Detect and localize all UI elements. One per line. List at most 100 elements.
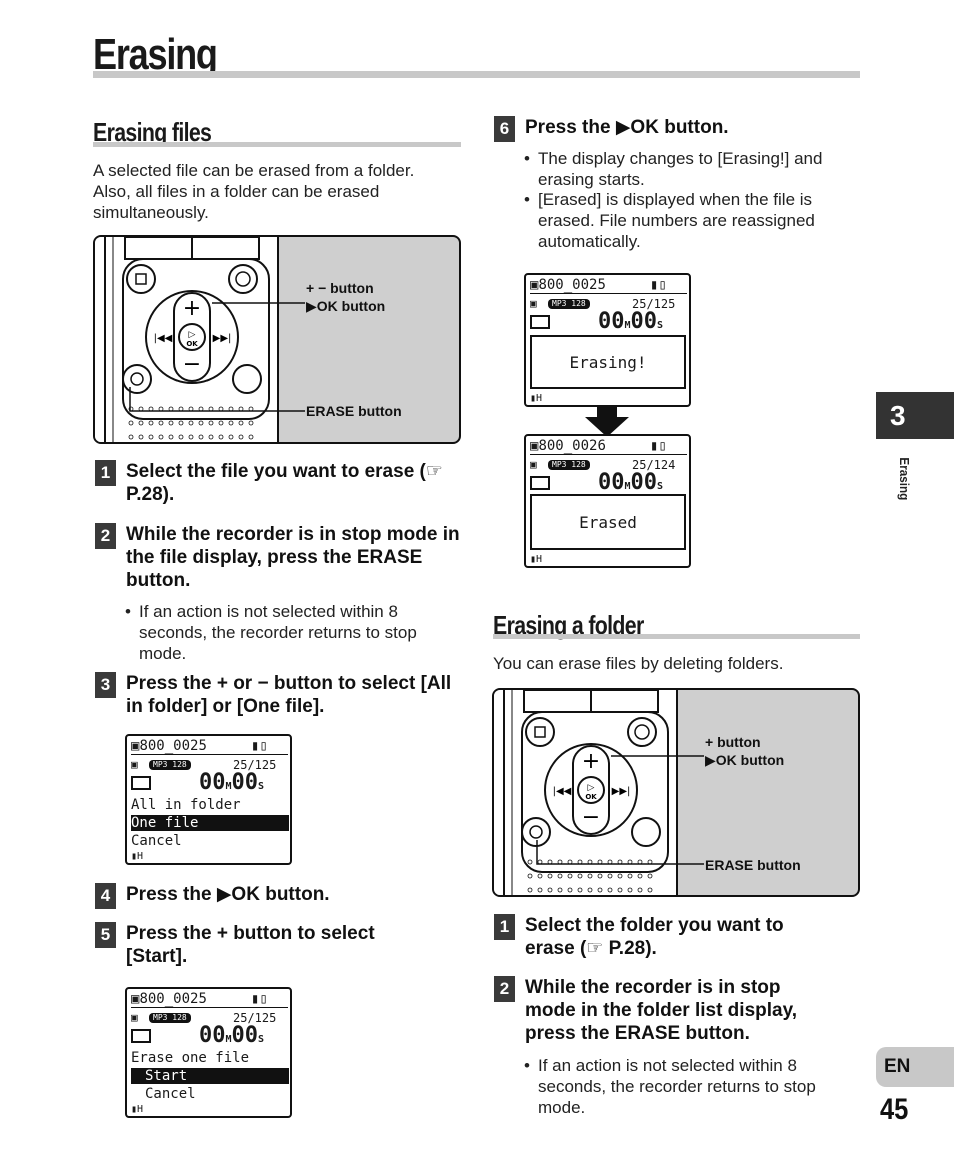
title-rule (93, 71, 860, 78)
step-6-note-2: •[Erased] is displayed when the file is … (516, 189, 861, 252)
lcd-file-row: ▣800_0025 (131, 991, 288, 1008)
step-number: 2 (494, 976, 515, 1002)
step-6-note-1: •The display changes to [Erasing!] and e… (516, 148, 861, 190)
format-badge: MP3 128 (548, 299, 590, 309)
step-number: 1 (494, 914, 515, 940)
mic-icon: ▮H (131, 851, 144, 862)
page-number: 45 (880, 1093, 909, 1126)
svg-text:▷: ▷ (588, 783, 595, 793)
mic-icon: ▮H (530, 554, 543, 565)
step-folder-2: 2 While the recorder is in stop mode in … (494, 976, 834, 1045)
down-arrow-icon (585, 407, 629, 437)
section-rule (93, 142, 461, 147)
svg-text:▶▶|: ▶▶| (612, 786, 631, 797)
menu-item-cancel: Cancel (131, 833, 182, 849)
step-1: 1 Select the file you want to erase (☞ P… (95, 460, 460, 506)
chapter-tab: 3 (876, 392, 954, 439)
stop-icon (131, 1029, 151, 1043)
step-2: 2 While the recorder is in stop mode in … (95, 523, 465, 592)
menu-item-one-file: One file (131, 815, 289, 831)
step-text: Press the + button to select [Start]. (126, 923, 375, 967)
stop-icon (530, 476, 550, 490)
step-number: 4 (95, 883, 116, 909)
step-5: 5 Press the + button to select [Start]. (95, 922, 425, 968)
callout-lines (129, 302, 305, 412)
lock-icon: ▣ (530, 458, 537, 471)
step-6: 6 Press the ▶OK button. (494, 116, 859, 142)
device-figure: + − ▷ OK |◀◀ ▶▶| + button ▶OK button ERA… (492, 688, 860, 897)
lock-icon: ▣ (131, 1011, 138, 1024)
time-display: 00M00S (598, 309, 664, 334)
note-text: [Erased] is displayed when the file is e… (538, 190, 815, 251)
svg-text:OK: OK (186, 340, 198, 348)
status-message: Erased (530, 494, 686, 550)
battery-icon: ▮▯ (650, 277, 667, 293)
lock-icon: ▣ (131, 758, 138, 771)
format-badge: MP3 128 (548, 460, 590, 470)
recorder-illustration: + − ▷ OK |◀◀ ▶▶| (104, 237, 270, 442)
step-text: Select the file you want to erase (☞ P.2… (126, 461, 443, 505)
stop-icon (530, 315, 550, 329)
step-text: Press the ▶OK button. (126, 884, 330, 905)
lcd-screen-menu: ▣800_0025 ▮▯ MP3 128 ▣ 25/125 00M00S All… (125, 734, 292, 865)
svg-text:|◀◀: |◀◀ (553, 786, 572, 797)
step-3: 3 Press the + or − button to select [All… (95, 672, 460, 718)
step-folder-1: 1 Select the folder you want to erase (☞… (494, 914, 824, 960)
label-ok-button: ▶OK button (705, 752, 785, 768)
step-text: While the recorder is in stop mode in th… (525, 977, 798, 1044)
step-text: Press the ▶OK button. (525, 117, 729, 138)
lock-icon: ▣ (530, 297, 537, 310)
label-plus-minus-button: + − button (306, 280, 374, 296)
menu-item-cancel: Cancel (145, 1086, 196, 1102)
menu-item-start: Start (131, 1068, 289, 1084)
step-number: 3 (95, 672, 116, 698)
lcd-screen-confirm: ▣800_0025 ▮▯ MP3 128 ▣ 25/125 00M00S Era… (125, 987, 292, 1118)
svg-text:OK: OK (585, 793, 597, 801)
intro-text: A selected file can be erased from a fol… (93, 161, 415, 222)
step-2-note: •If an action is not selected within 8 s… (117, 601, 447, 664)
label-plus-button: + button (705, 734, 761, 750)
step-folder-2-note: •If an action is not selected within 8 s… (516, 1055, 856, 1118)
page-title: Erasing (93, 30, 218, 79)
recorder-illustration: + − ▷ OK |◀◀ ▶▶| (503, 690, 669, 895)
battery-icon: ▮▯ (650, 438, 667, 454)
label-erase-button: ERASE button (306, 403, 402, 419)
battery-icon: ▮▯ (251, 991, 268, 1007)
svg-text:+: + (582, 749, 600, 774)
step-text: While the recorder is in stop mode in th… (126, 524, 460, 591)
intro-text: You can erase files by deleting folders. (493, 654, 784, 673)
label-ok-button: ▶OK button (306, 298, 386, 314)
file-count: 25/125 (233, 1011, 277, 1025)
time-display: 00M00S (199, 770, 265, 795)
note-text: If an action is not selected within 8 se… (139, 602, 417, 663)
status-message: Erasing! (530, 335, 686, 389)
svg-text:▷: ▷ (189, 330, 196, 340)
time-display: 00M00S (598, 470, 664, 495)
file-count: 25/125 (233, 758, 277, 772)
lcd-file-row: ▣800_0025 (131, 738, 288, 755)
battery-icon: ▮▯ (251, 738, 268, 754)
svg-text:−: − (183, 352, 201, 377)
language-tab: EN (876, 1047, 954, 1087)
lcd-screen-erased: ▣800_0026 ▮▯ MP3 128 ▣ 25/124 00M00S Era… (524, 434, 691, 568)
chapter-label: Erasing (897, 457, 912, 501)
step-number: 6 (494, 116, 515, 142)
mic-icon: ▮H (131, 1104, 144, 1115)
mic-icon: ▮H (530, 393, 543, 404)
svg-text:−: − (582, 805, 600, 830)
format-badge: MP3 128 (149, 1013, 191, 1023)
svg-text:|◀◀: |◀◀ (154, 333, 173, 344)
callout-lines (536, 755, 704, 865)
device-figure: + − ▷ OK |◀◀ ▶▶| + − button ▶OK button E… (93, 235, 461, 444)
file-count: 25/125 (632, 297, 676, 311)
step-number: 1 (95, 460, 116, 486)
label-erase-button: ERASE button (705, 857, 801, 873)
lcd-screen-erasing: ▣800_0025 ▮▯ MP3 128 ▣ 25/125 00M00S Era… (524, 273, 691, 407)
step-number: 2 (95, 523, 116, 549)
note-text: The display changes to [Erasing!] and er… (538, 149, 823, 189)
section-rule (493, 634, 860, 639)
step-text: Select the folder you want to erase (☞ P… (525, 915, 784, 959)
file-count: 25/124 (632, 458, 676, 472)
svg-text:▶▶|: ▶▶| (213, 333, 232, 344)
menu-item-erase-one-file: Erase one file (131, 1050, 250, 1066)
